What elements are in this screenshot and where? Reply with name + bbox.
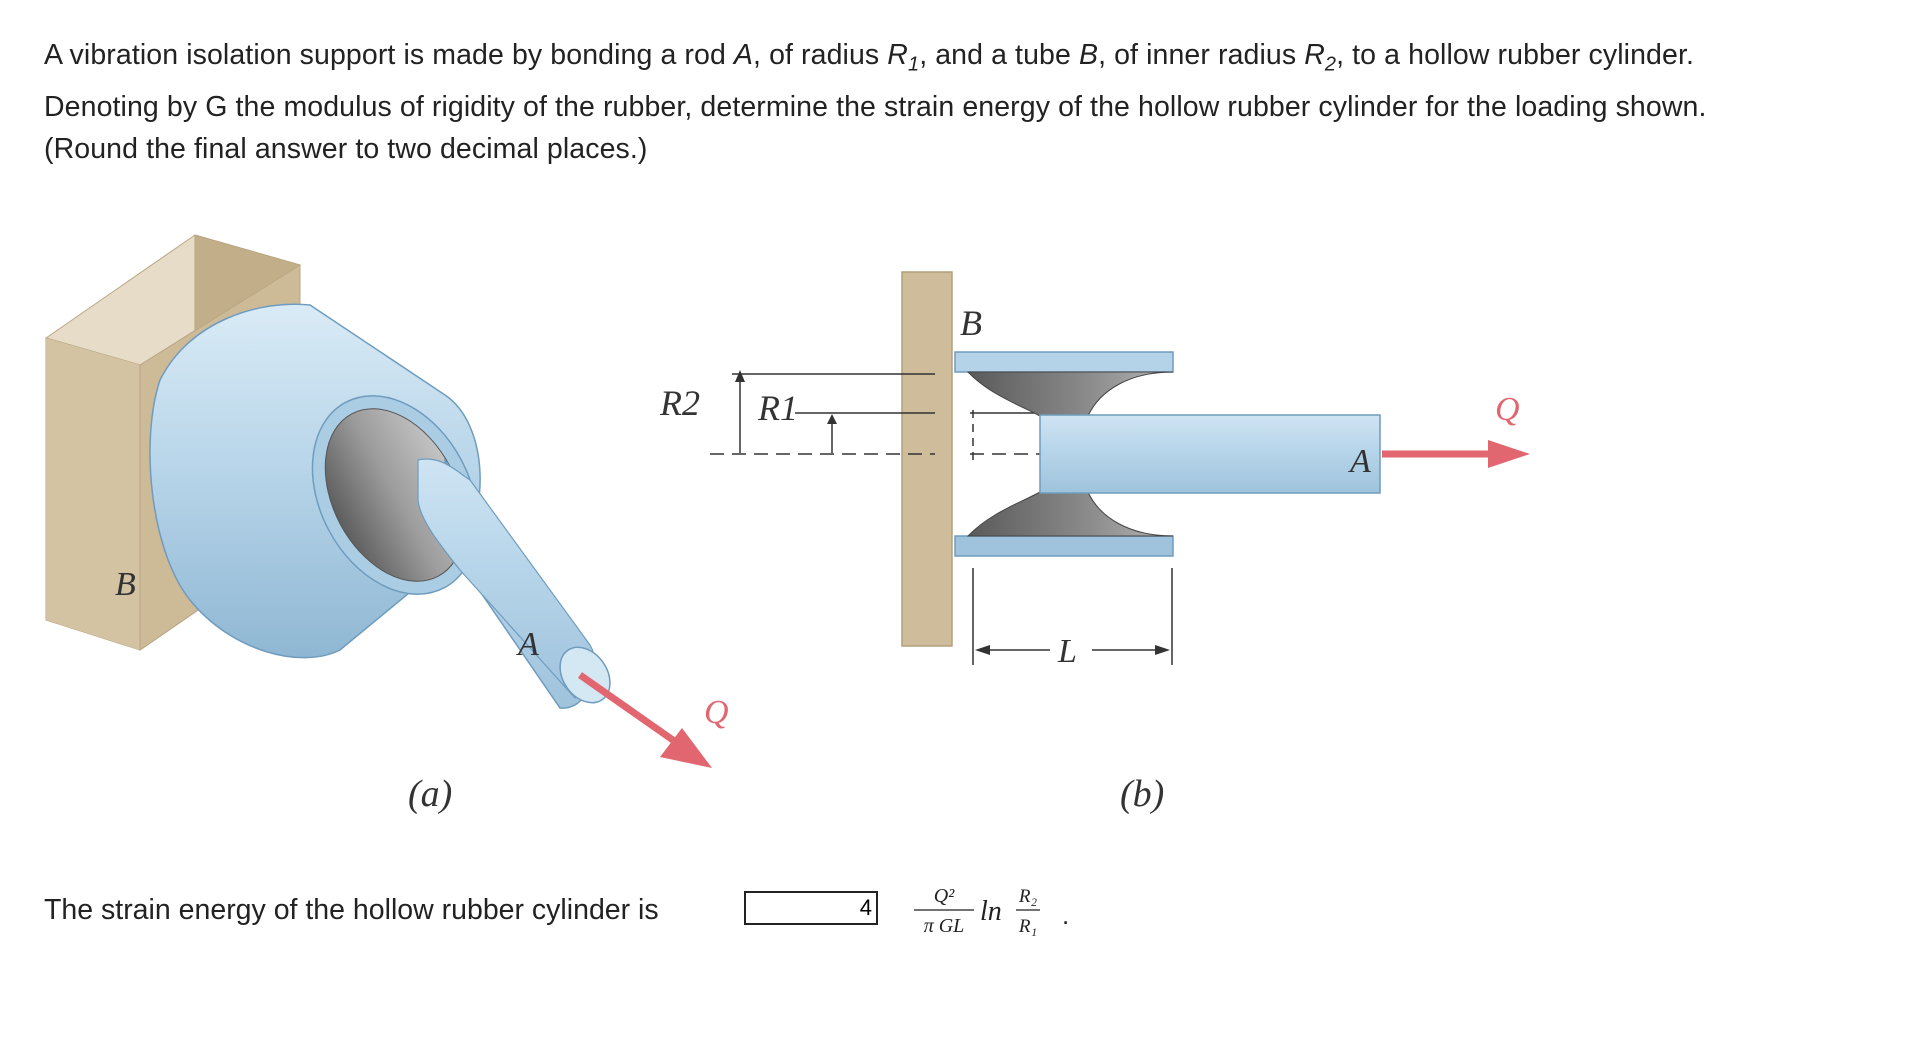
rubber-bottom xyxy=(966,491,1174,537)
problem-line-2: Denoting by G the modulus of rigidity of… xyxy=(44,90,1707,123)
answer-row: The strain energy of the hollow rubber c… xyxy=(44,880,1144,940)
wall-left-face xyxy=(46,338,140,650)
caption-b: (b) xyxy=(1120,773,1164,815)
text: , and a tube xyxy=(919,39,1079,71)
text: , of inner radius xyxy=(1098,39,1305,71)
answer-formula: Q² π GL ln R₂ R₁ . xyxy=(914,885,1069,937)
problem-line-1: A vibration isolation support is made by… xyxy=(44,34,1904,86)
label-r1: R1 xyxy=(757,388,798,428)
text: , to a hollow rubber cylinder. xyxy=(1336,39,1694,71)
formula-denominator: π GL xyxy=(924,915,965,937)
rubber-top xyxy=(966,371,1174,417)
problem-statement: A vibration isolation support is made by… xyxy=(44,34,1904,170)
label-l: L xyxy=(1057,633,1077,670)
dim-r1-arrow xyxy=(827,414,837,424)
problem-line-3: (Round the final answer to two decimal p… xyxy=(44,132,648,165)
formula-ratio-den: R₁ xyxy=(1018,916,1037,937)
tube-b-bottom xyxy=(954,535,1174,557)
text: A vibration isolation support is made by… xyxy=(44,39,734,71)
label-q-a: Q xyxy=(704,694,729,731)
figure-b: B R2 R1 A Q L (b) xyxy=(659,271,1530,815)
rod-a-b xyxy=(1039,414,1381,494)
figure-a: B A Q (a) xyxy=(44,234,729,815)
isolation-support-figure: B A Q (a) B xyxy=(44,234,1530,815)
load-arrow-head-b xyxy=(1488,440,1530,468)
tube-b-top xyxy=(954,351,1174,373)
r2-variable: R2 xyxy=(1304,39,1337,76)
label-q-b: Q xyxy=(1495,391,1520,428)
dim-l-left-arrow xyxy=(975,645,990,655)
formula-ln: ln xyxy=(980,896,1002,927)
r1-variable: R1 xyxy=(887,39,920,76)
load-arrow-head-a xyxy=(660,728,712,768)
dim-l-right-arrow xyxy=(1155,645,1170,655)
load-arrow-shaft-a xyxy=(577,672,683,748)
text: , of radius xyxy=(753,39,888,71)
formula-ratio-num: R₂ xyxy=(1018,886,1038,907)
dim-r2-arrow xyxy=(735,370,745,382)
strain-energy-input[interactable] xyxy=(744,891,878,925)
label-a-a: A xyxy=(516,626,539,663)
caption-a: (a) xyxy=(408,773,452,815)
label-b-b: B xyxy=(960,303,982,343)
label-r2: R2 xyxy=(659,383,700,423)
answer-label: The strain energy of the hollow rubber c… xyxy=(44,894,659,926)
formula-numerator: Q² xyxy=(934,885,955,907)
formula-period: . xyxy=(1062,900,1069,930)
label-b-a: B xyxy=(115,566,136,603)
label-a-b: A xyxy=(1348,443,1371,480)
rod-variable: A xyxy=(733,39,754,71)
tube-variable: B xyxy=(1078,39,1099,71)
wall-b xyxy=(901,271,953,647)
